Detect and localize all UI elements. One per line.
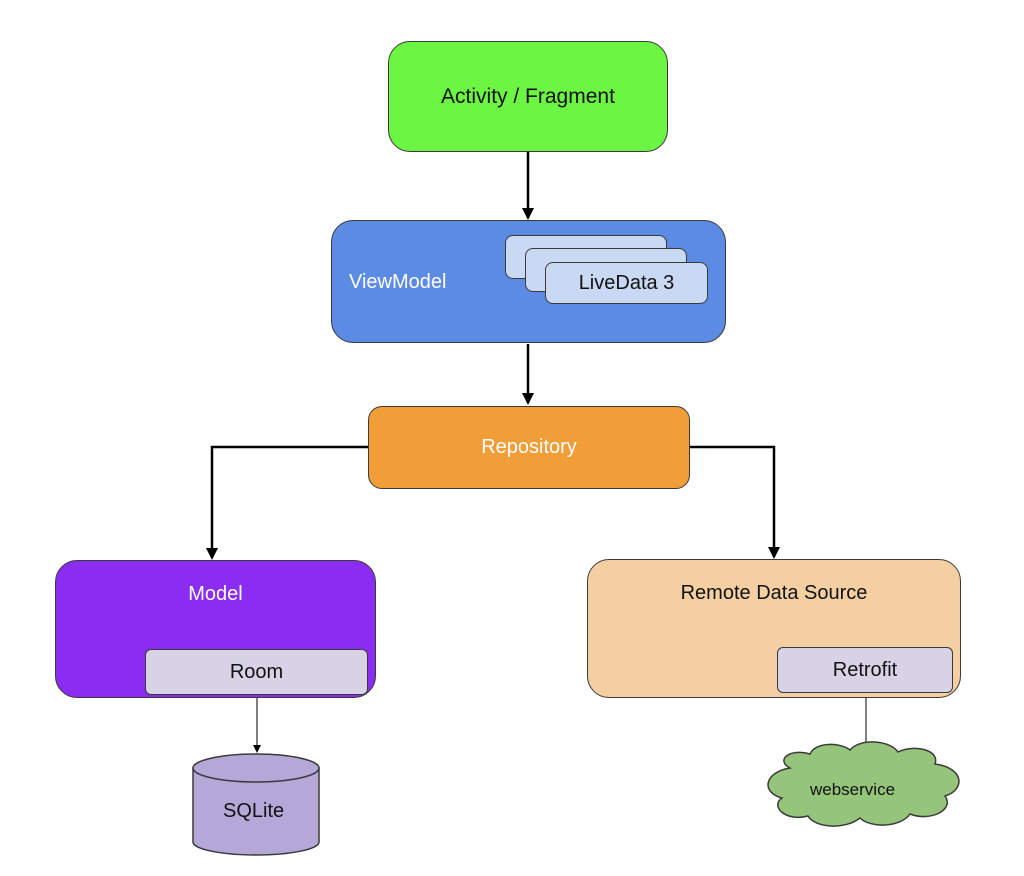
webservice-label: webservice	[810, 780, 896, 799]
webservice-cloud	[767, 741, 960, 827]
retrofit-label: Retrofit	[832, 658, 898, 681]
retrofit-node: Retrofit	[777, 647, 953, 693]
viewmodel-label: ViewModel	[349, 271, 447, 293]
repository-node: Repository	[368, 406, 690, 489]
sqlite-label: SQLite	[223, 800, 285, 822]
activity-fragment-label: Activity / Fragment	[441, 84, 615, 108]
arrow-repository-to-model	[206, 445, 368, 560]
room-node: Room	[145, 649, 368, 695]
activity-fragment-node: Activity / Fragment	[388, 41, 668, 152]
livedata-node: LiveData 3	[545, 262, 708, 304]
model-label: Model	[188, 583, 243, 605]
repository-label: Repository	[481, 436, 577, 458]
sqlite-cylinder	[192, 753, 320, 856]
arrow-repository-to-remote	[690, 445, 780, 559]
room-label: Room	[229, 660, 284, 683]
remote-data-source-label: Remote Data Source	[680, 582, 868, 604]
livedata-label: LiveData 3	[578, 271, 675, 294]
